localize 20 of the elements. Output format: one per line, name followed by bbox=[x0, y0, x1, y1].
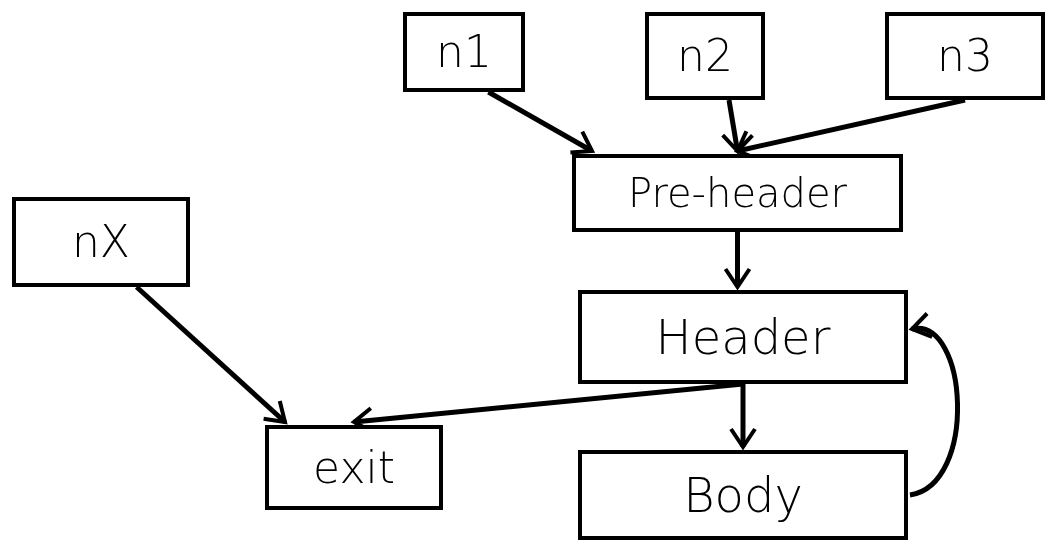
process-box bbox=[265, 425, 443, 510]
process-box bbox=[572, 154, 903, 232]
process-box bbox=[885, 12, 1045, 100]
node-label: n1 bbox=[436, 30, 492, 74]
process-box bbox=[578, 290, 908, 384]
process-box bbox=[403, 12, 525, 92]
process-box bbox=[645, 12, 765, 100]
arrow bbox=[909, 315, 960, 498]
node-label: Header bbox=[655, 313, 831, 361]
arrow bbox=[134, 285, 287, 424]
arrow bbox=[720, 99, 749, 153]
node-label: exit bbox=[313, 445, 395, 490]
node-label: n2 bbox=[677, 34, 733, 78]
node-label: nX bbox=[72, 220, 130, 264]
node-label: Pre-header bbox=[628, 173, 847, 213]
node-label: n3 bbox=[937, 34, 993, 78]
process-box bbox=[578, 450, 908, 540]
process-box bbox=[12, 197, 190, 287]
arrow bbox=[723, 232, 752, 289]
arrow bbox=[729, 384, 757, 449]
